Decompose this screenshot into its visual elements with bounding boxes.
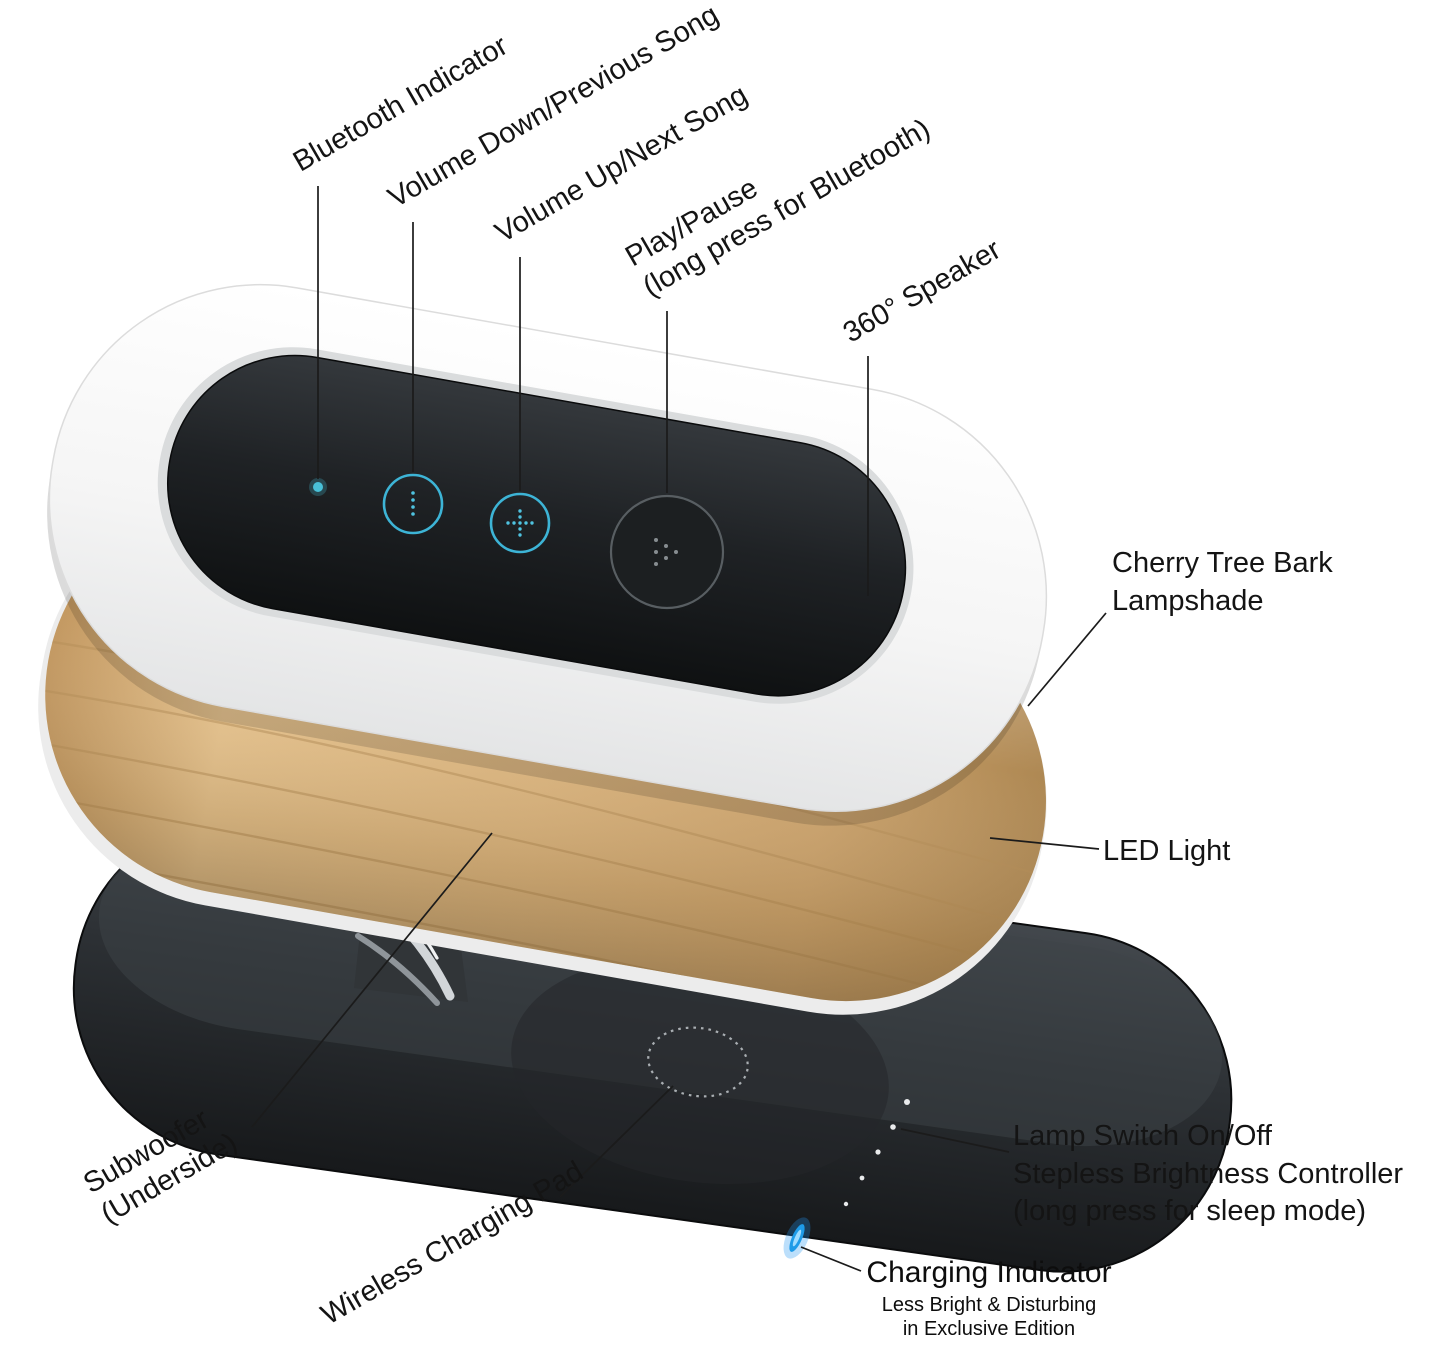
control-panel [157,347,914,704]
callout-line-charging-pad [559,1085,674,1198]
charging-indicator-block: Charging Indicator Less Bright & Disturb… [860,1256,1118,1341]
brightness-dots [843,1099,910,1207]
volume-up-button [489,492,551,554]
label-lamp-switch: Lamp Switch On/Off Stepless Brightness C… [1013,1120,1404,1228]
label-lampshade: Cherry Tree Bark Lampshade [1112,547,1333,617]
wireless-charging-pad-marker [647,1026,749,1098]
callout-line-subwoofer [251,832,493,1128]
label-charging-indicator: Charging Indicator [866,1256,1112,1289]
callout-line-charging-indicator [800,1246,862,1272]
label-led-light: LED Light [1103,835,1231,867]
callout-line-lamp-switch [900,1128,1010,1153]
charging-pad-recess [511,955,889,1185]
label-charging-indicator-note: Less Bright & Disturbing in Exclusive Ed… [881,1294,1097,1340]
callout-line-led [989,837,1100,850]
callout-line-lampshade [1027,612,1107,707]
callout-lines [251,186,1107,1272]
play-pause-button [609,494,725,610]
volume-down-button [382,473,444,535]
bluetooth-indicator-dot [309,478,327,496]
